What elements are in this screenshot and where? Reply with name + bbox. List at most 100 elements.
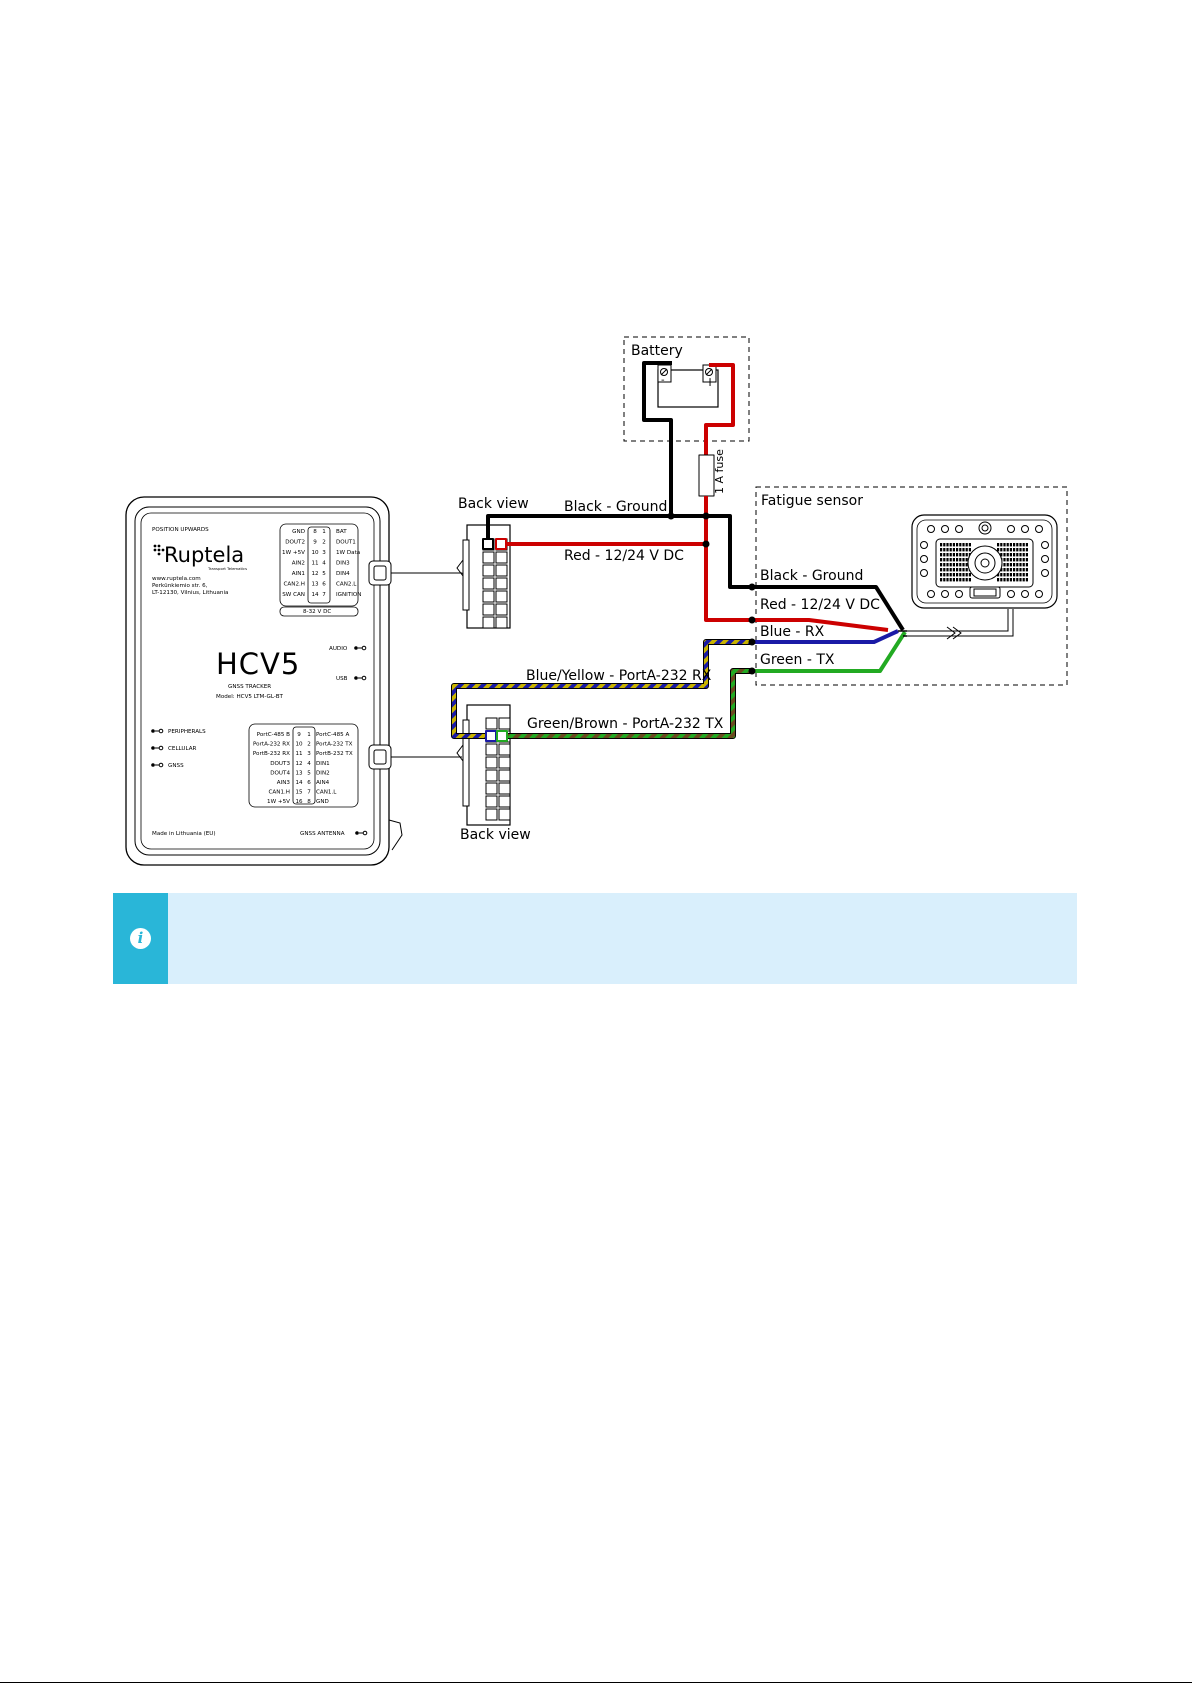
pin-n-left: 13 <box>295 770 303 776</box>
sensor-pin <box>1007 525 1015 533</box>
sensor-contact <box>959 563 962 567</box>
sensor-contact <box>1013 543 1016 547</box>
sensor-contact <box>1025 578 1028 582</box>
sensor-contact <box>968 573 971 577</box>
usb-port-icon <box>354 675 367 681</box>
sensor-pin <box>955 525 963 533</box>
connector-cavity <box>495 551 508 564</box>
sensor-contact <box>959 553 962 557</box>
connector-cavity <box>482 590 495 603</box>
pin-right: BAT <box>336 529 347 535</box>
sensor-contact <box>940 573 943 577</box>
pin-left: AIN3 <box>277 780 291 786</box>
sensor-contact <box>1022 573 1025 577</box>
sensor-contact <box>1016 548 1019 552</box>
power-note: 8-32 V DC <box>303 609 331 615</box>
black-ground-sensor-label: Black - Ground <box>760 568 863 584</box>
sensor-contact <box>1013 568 1016 572</box>
sensor-contact <box>965 558 968 562</box>
sensor-contact <box>952 558 955 562</box>
bottom-molex-connector <box>456 704 511 826</box>
sensor-pin <box>1021 590 1029 598</box>
sensor-contact <box>1016 558 1019 562</box>
sensor-contact <box>1025 558 1028 562</box>
connector-cavity <box>485 808 498 821</box>
sensor-contact <box>1000 553 1003 557</box>
sensor-contact <box>1013 548 1016 552</box>
pin-right: PortA-232 TX <box>316 742 353 748</box>
sensor-contact <box>968 543 971 547</box>
connector-cavity <box>495 603 508 616</box>
sensor-contact <box>962 553 965 557</box>
sensor-contact <box>968 578 971 582</box>
fatigue-sensor-device-icon <box>907 514 1058 640</box>
sensor-contact <box>1006 553 1009 557</box>
sensor-contact <box>956 543 959 547</box>
pin-n-left: 15 <box>295 790 303 796</box>
sensor-contact <box>1009 573 1012 577</box>
sensor-contact <box>1006 543 1009 547</box>
sensor-contact <box>1006 578 1009 582</box>
sensor-contact <box>940 568 943 572</box>
pin-n-right: 2 <box>322 540 326 546</box>
sensor-contact <box>946 568 949 572</box>
sensor-contact <box>949 563 952 567</box>
wiring-diagram: POSITION UPWARDS Ruptela Transport Telem… <box>125 336 1068 866</box>
pin-left: CAN2.H <box>284 582 305 588</box>
sensor-contact <box>965 578 968 582</box>
sensor-contact <box>1022 558 1025 562</box>
sensor-pin <box>955 590 963 598</box>
pin-n-right: 3 <box>307 751 311 757</box>
sensor-contact <box>1013 563 1016 567</box>
pin-n-right: 6 <box>322 582 326 588</box>
sensor-contact <box>952 563 955 567</box>
sensor-contact <box>1019 568 1022 572</box>
pin-n-right: 7 <box>322 592 326 598</box>
sensor-contact <box>1006 548 1009 552</box>
sensor-contact <box>943 573 946 577</box>
connector-cavity <box>498 717 511 730</box>
info-icon: i <box>130 928 151 949</box>
sensor-pin <box>941 525 949 533</box>
connector-cavity <box>498 743 511 756</box>
sensor-contact <box>952 578 955 582</box>
blue-yellow-label: Blue/Yellow - PortA-232 RX <box>526 668 712 684</box>
info-note-accent: i <box>113 893 168 984</box>
pin-right: PortB-232 TX <box>316 751 353 757</box>
page-footer-rule <box>0 1682 1192 1683</box>
sensor-contact <box>1006 568 1009 572</box>
pin-right: DIN2 <box>316 770 330 776</box>
wires <box>451 361 907 742</box>
pin-n-right: 4 <box>307 761 311 767</box>
connector-cavity <box>485 756 498 769</box>
sensor-contact <box>959 558 962 562</box>
sensor-contact <box>1003 563 1006 567</box>
sensor-contact <box>962 573 965 577</box>
connector-cavity <box>482 551 495 564</box>
sensor-contact <box>962 548 965 552</box>
sensor-contact <box>946 543 949 547</box>
pin-right: DOUT1 <box>336 540 356 546</box>
sensor-contact <box>1013 578 1016 582</box>
battery-plus: + <box>705 375 715 389</box>
pin-left: 1W +5V <box>282 550 305 556</box>
sensor-pin <box>1041 541 1049 549</box>
pin-right: CAN2.L <box>336 582 357 588</box>
sensor-contact <box>1022 553 1025 557</box>
sensor-contact <box>968 548 971 552</box>
sensor-contact <box>1006 563 1009 567</box>
sensor-contact <box>946 578 949 582</box>
sensor-contact <box>1019 573 1022 577</box>
pin-right: DIN4 <box>336 571 350 577</box>
blue-rx-label: Blue - RX <box>760 624 825 640</box>
pin-right: IGNITION <box>336 592 361 598</box>
sensor-contact <box>1019 553 1022 557</box>
sensor-pin <box>1035 590 1043 598</box>
brand-name: Ruptela <box>164 543 244 567</box>
sensor-contact <box>949 558 952 562</box>
sensor-contact <box>1019 548 1022 552</box>
sensor-contact <box>1016 568 1019 572</box>
sensor-contact <box>956 553 959 557</box>
sensor-contact <box>965 543 968 547</box>
